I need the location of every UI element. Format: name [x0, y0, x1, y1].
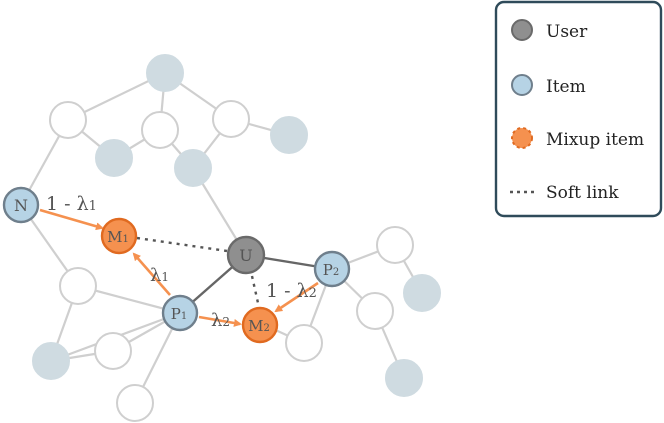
svg-text:P2: P2 — [323, 261, 339, 279]
edge-label-n-m1: 1 - λ1 — [46, 193, 97, 215]
edge-label-p2-m2: 1 - λ2 — [266, 280, 317, 302]
svg-text:P1: P1 — [171, 305, 187, 323]
legend-item-label: Item — [546, 77, 586, 97]
node-p1: P1 — [161, 294, 199, 332]
background-node — [212, 100, 250, 138]
node-p1-label: P — [171, 305, 181, 323]
legend: User Item Mixup item Soft link — [494, 0, 663, 218]
node-m1-label: M — [107, 228, 122, 246]
svg-text:M2: M2 — [248, 317, 270, 335]
node-m1: M1 — [100, 217, 138, 255]
faded-item-node — [174, 149, 212, 187]
svg-text:M1: M1 — [107, 228, 129, 246]
node-m1-sub: 1 — [122, 234, 128, 245]
legend-mixup-icon — [511, 127, 533, 149]
background-node — [376, 226, 414, 264]
node-u-label: U — [239, 246, 252, 265]
node-m2-sub: 2 — [263, 323, 269, 334]
edge-label-p1-m1: λ1 — [150, 265, 169, 286]
faded-item-node — [385, 359, 423, 397]
node-u: U — [226, 235, 266, 275]
background-node — [59, 267, 97, 305]
node-n: N — [2, 186, 40, 224]
legend-user-icon — [511, 19, 533, 41]
faded-item-node — [32, 342, 70, 380]
legend-box — [494, 0, 663, 218]
mixup-arrows — [39, 208, 319, 327]
node-m2-label: M — [248, 317, 263, 335]
faded-item-node — [95, 139, 133, 177]
node-p1-sub: 1 — [181, 311, 187, 322]
node-m2: M2 — [241, 306, 279, 344]
node-p2-sub: 2 — [333, 267, 339, 278]
faded-item-node — [403, 274, 441, 312]
legend-mixup-label: Mixup item — [546, 130, 644, 150]
legend-soft-link-label: Soft link — [546, 183, 619, 203]
node-n-label: N — [14, 196, 28, 215]
background-node — [49, 101, 87, 139]
faded-item-node — [146, 54, 184, 92]
background-node — [285, 324, 323, 362]
legend-item-icon — [511, 74, 533, 96]
background-nodes — [32, 54, 441, 422]
node-p2-label: P — [323, 261, 333, 279]
faded-item-node — [270, 116, 308, 154]
background-node — [356, 292, 394, 330]
node-p2: P2 — [313, 250, 351, 288]
legend-user-label: User — [546, 22, 588, 42]
background-node — [141, 111, 179, 149]
background-node — [94, 332, 132, 370]
background-node — [116, 384, 154, 422]
edge-label-p1-m2: λ2 — [211, 310, 230, 331]
